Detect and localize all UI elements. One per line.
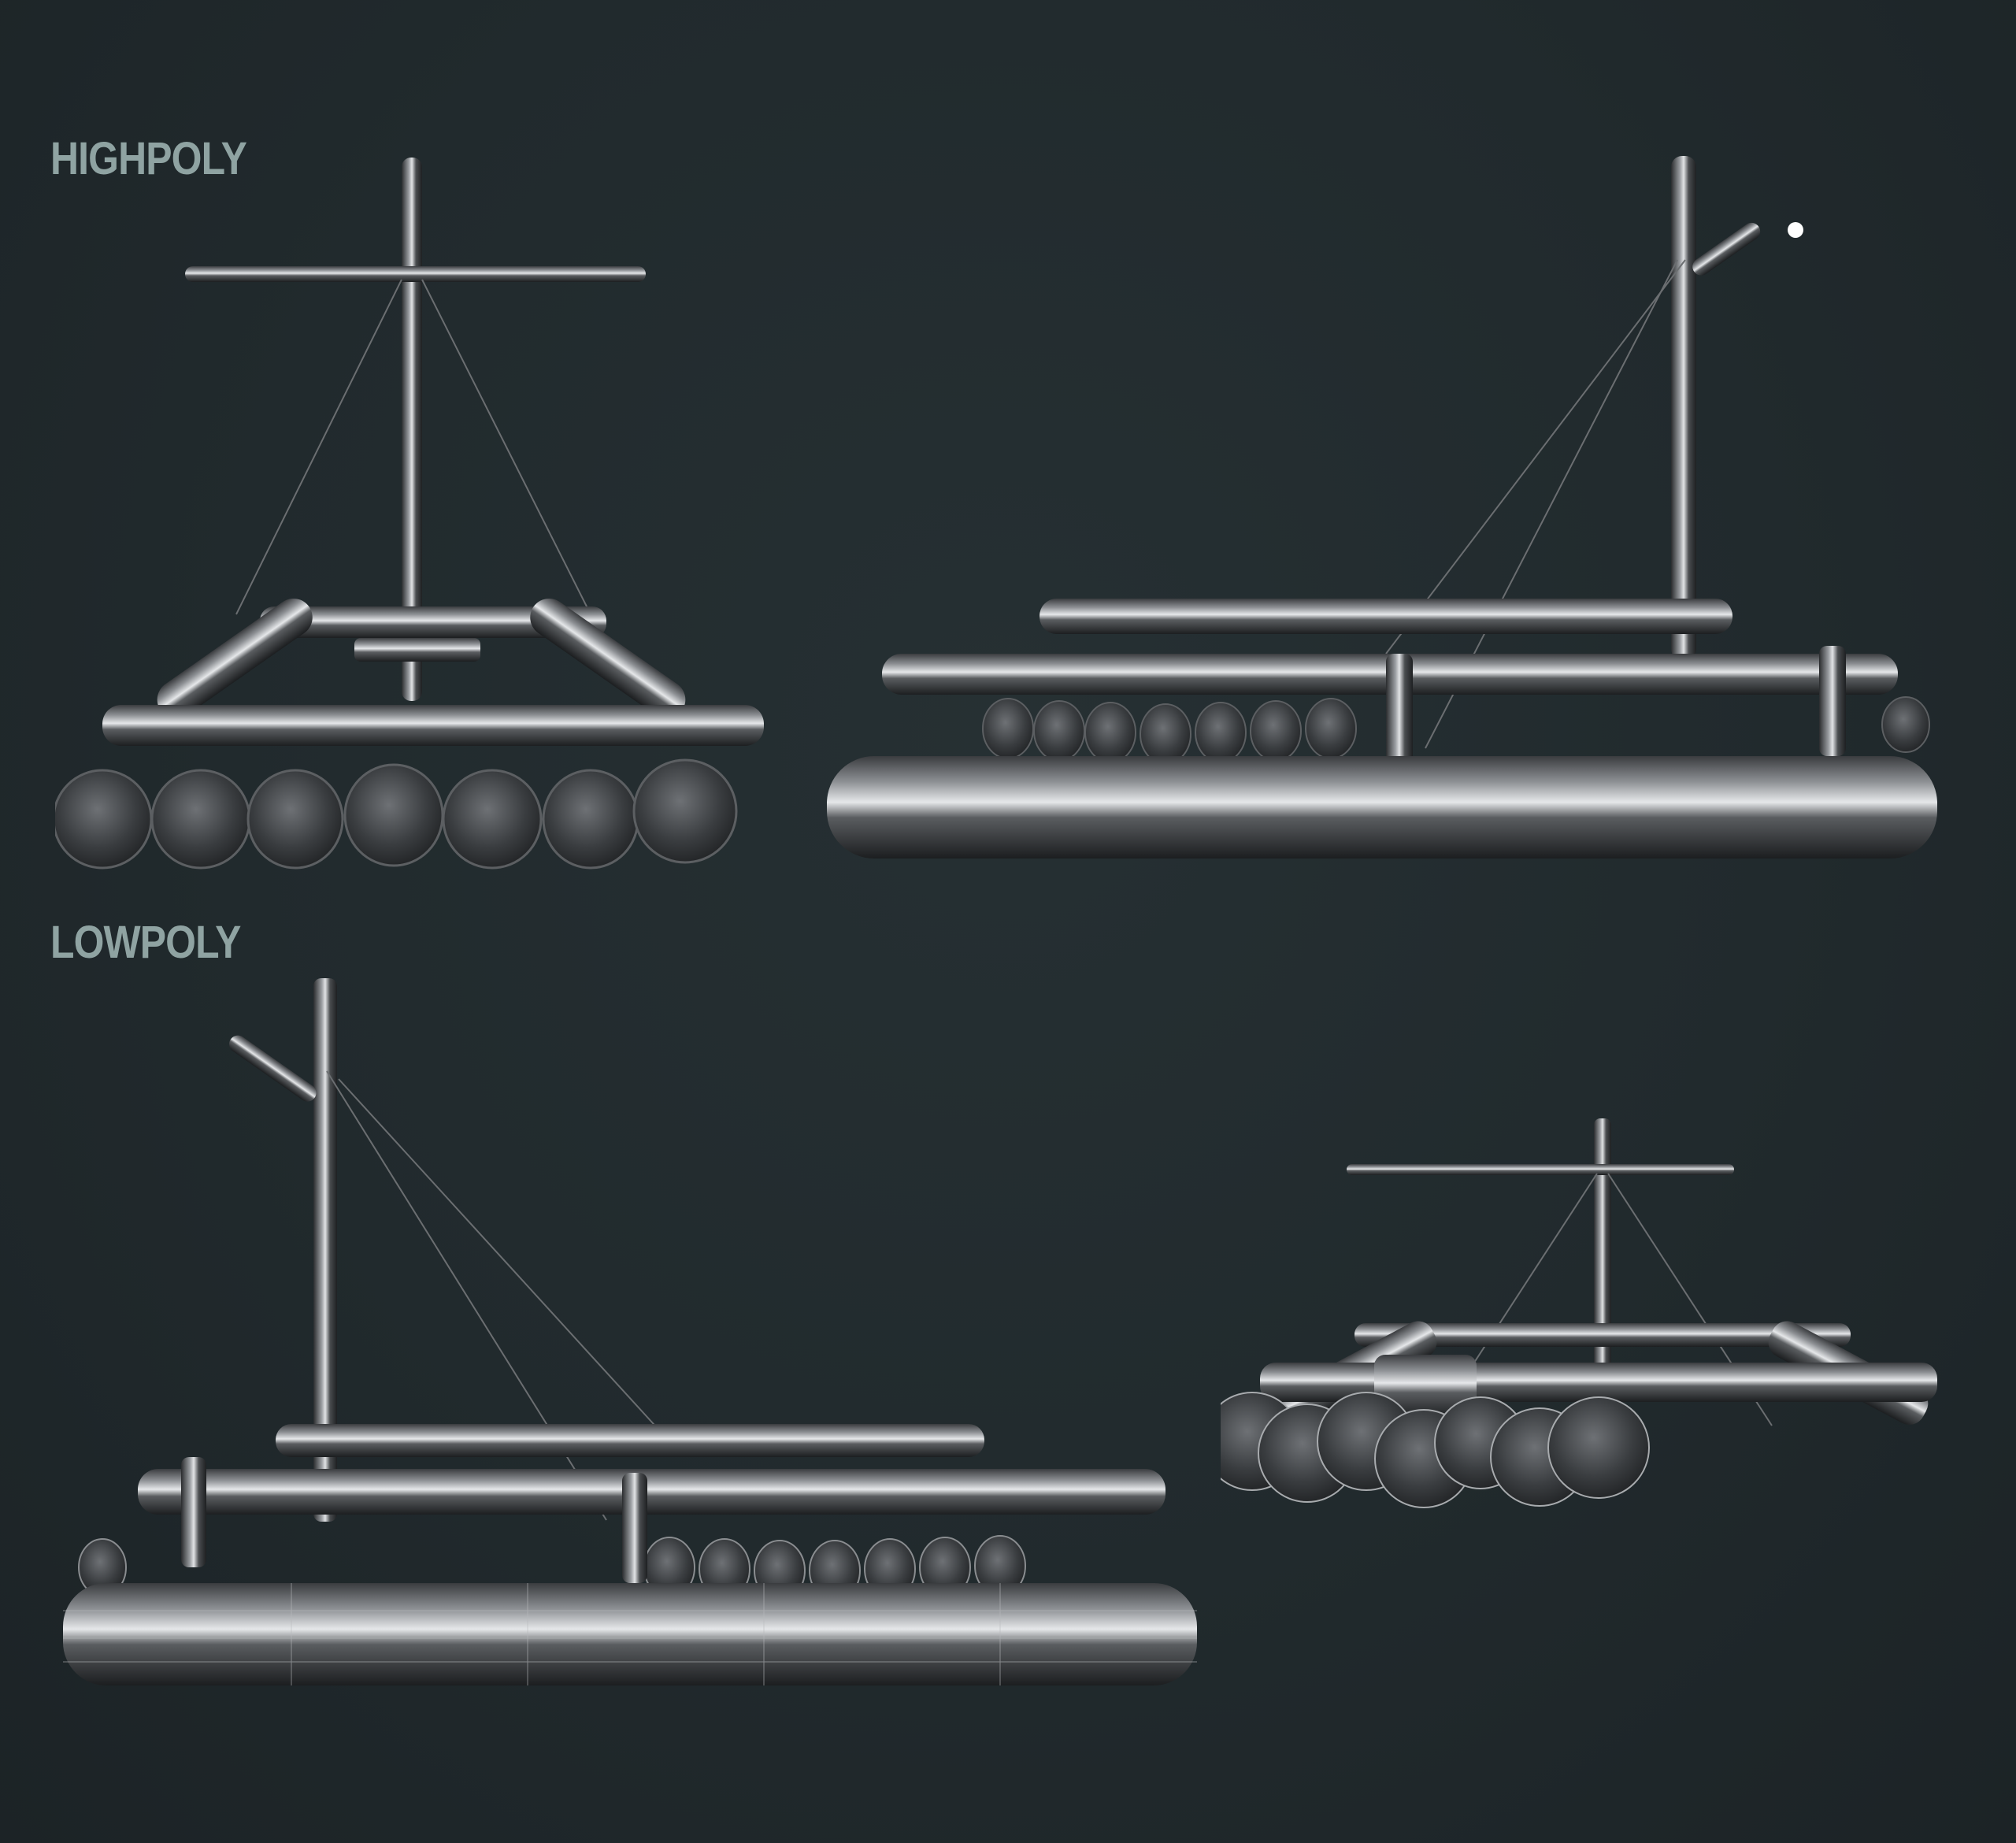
lowpoly-side-render (55, 969, 1205, 1709)
highpoly-label: HIGHPOLY (50, 133, 247, 184)
highpoly-side-render (819, 150, 2000, 874)
lowpoly-label: LOWPOLY (50, 917, 241, 968)
highpoly-front-render (55, 150, 811, 890)
lowpoly-front-render (1221, 1103, 1992, 1717)
